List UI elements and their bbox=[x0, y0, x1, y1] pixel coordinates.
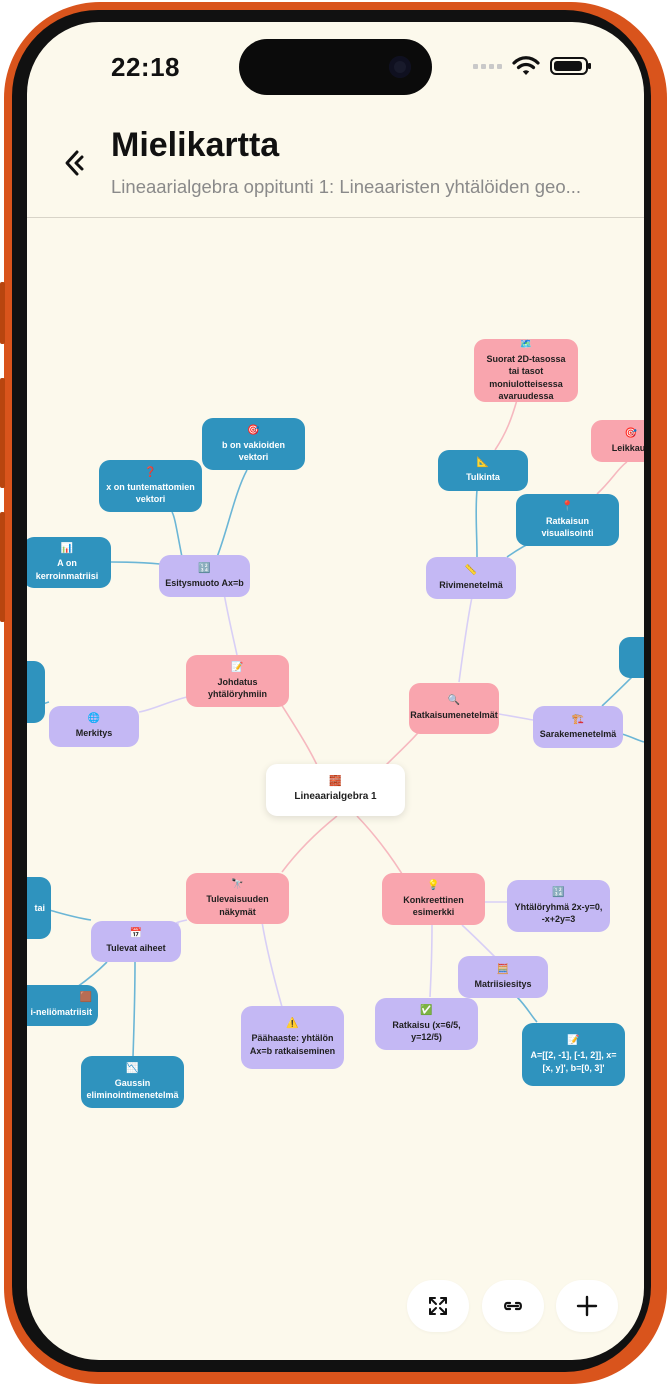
camera-icon bbox=[389, 56, 411, 78]
node-label: b on vakioiden vektori bbox=[221, 439, 285, 462]
memo-icon: 📝 bbox=[231, 661, 244, 673]
lightbulb-icon: 💡 bbox=[427, 879, 440, 891]
construction-icon: 🏗️ bbox=[571, 713, 585, 725]
node-label: Rivimenetelmä bbox=[439, 579, 503, 590]
node-label: Esitysmuoto Ax=b bbox=[165, 577, 244, 588]
node-suorat[interactable]: 🗺️ Suorat 2D-tasossa tai tasot moniulott… bbox=[474, 339, 578, 402]
node-label: x on tuntemattomien vektori bbox=[106, 481, 195, 504]
node-label: Päähaaste: yhtälön Ax=b ratkaiseminen bbox=[249, 1033, 336, 1056]
node-label: Ratkaisumenetelmät bbox=[410, 710, 498, 721]
node-label: i-neliömatriisit bbox=[30, 1007, 92, 1018]
node-tulevaisuuden[interactable]: 🔭 Tulevaisuuden näkymät bbox=[186, 873, 289, 924]
abacus-icon: 🧮 bbox=[496, 963, 510, 975]
node-sarakemenetelma[interactable]: 🏗️ Sarakemenetelmä bbox=[533, 706, 623, 748]
header-divider bbox=[27, 217, 644, 218]
node-label: Yhtälöryhmä 2x-y=0, -x+2y=3 bbox=[514, 901, 603, 924]
node-tulevat-aiheet[interactable]: 📅 Tulevat aiheet bbox=[91, 921, 181, 962]
memo-icon: 📝 bbox=[567, 1035, 580, 1047]
pin-icon: 📍 bbox=[561, 500, 574, 512]
wifi-icon bbox=[512, 56, 540, 75]
node-label: Tulevat aiheet bbox=[106, 943, 166, 954]
node-yhtaloryhma[interactable]: 🔢 Yhtälöryhmä 2x-y=0, -x+2y=3 bbox=[507, 880, 610, 932]
magnifier-icon: 🔍 bbox=[447, 695, 461, 707]
node-label: Konkreettinen esimerkki bbox=[403, 894, 464, 917]
node-label: Tulkinta bbox=[466, 472, 500, 483]
expand-arrows-icon bbox=[429, 1297, 447, 1315]
back-chevron-icon[interactable] bbox=[57, 146, 91, 180]
node-paahaaste[interactable]: ⚠️ Päähaaste: yhtälön Ax=b ratkaiseminen bbox=[241, 1006, 344, 1069]
page-subtitle: Lineaarialgebra oppitunti 1: Lineaariste… bbox=[111, 176, 582, 197]
node-gaussin[interactable]: 📉 Gaussin eliminointimenetelmä bbox=[81, 1056, 184, 1108]
node-label: Matriisiesitys bbox=[474, 978, 532, 989]
calendar-icon: 📅 bbox=[129, 928, 143, 940]
mindmap-canvas[interactable]: 🧱 Lineaarialgebra 1 📝 Johdatus yhtälöryh… bbox=[27, 22, 644, 1360]
node-label: tai bbox=[34, 902, 45, 913]
side-button bbox=[0, 282, 5, 344]
square-icon: 🟫 bbox=[79, 992, 92, 1004]
node-label: A=[[2, -1], [-1, 2]], x=[x, y]', b=[0, 3… bbox=[530, 1050, 617, 1073]
chart-down-icon: 📉 bbox=[126, 1062, 139, 1074]
node-tulkinta[interactable]: 📐 Tulkinta bbox=[438, 450, 528, 491]
check-icon: ✅ bbox=[420, 1004, 433, 1016]
map-icon: 🗺️ bbox=[519, 339, 533, 351]
node-partial-left[interactable] bbox=[27, 661, 45, 723]
target-icon: 🎯 bbox=[624, 427, 638, 439]
mindmap-edges bbox=[27, 399, 644, 1058]
warning-icon: ⚠️ bbox=[286, 1018, 299, 1030]
triangle-ruler-icon: 📐 bbox=[476, 457, 490, 469]
node-partial-right[interactable] bbox=[619, 637, 644, 678]
node-konkreettinen[interactable]: 💡 Konkreettinen esimerkki bbox=[382, 873, 485, 925]
status-icons bbox=[473, 55, 591, 77]
status-time: 22:18 bbox=[111, 52, 180, 82]
node-ratkaisu[interactable]: ✅ Ratkaisu (x=6/5, y=12/5) bbox=[375, 998, 478, 1050]
node-label: Ratkaisun visualisointi bbox=[541, 515, 594, 538]
node-label: Gaussin eliminointimenetelmä bbox=[86, 1077, 179, 1100]
node-ratkaisumenetelmat[interactable]: 🔍 Ratkaisumenetelmät bbox=[409, 683, 499, 734]
node-label: A on kerroinmatriisi bbox=[35, 558, 99, 581]
volume-up-button bbox=[0, 378, 5, 488]
numbers-icon: 🔢 bbox=[552, 886, 565, 898]
question-icon: ❓ bbox=[144, 466, 157, 478]
add-node-button[interactable] bbox=[556, 1280, 618, 1332]
node-a-kerroin[interactable]: 📊 A on kerroinmatriisi bbox=[27, 537, 111, 588]
screen: 🧱 Lineaarialgebra 1 📝 Johdatus yhtälöryh… bbox=[27, 22, 644, 1360]
node-b-vakioiden[interactable]: 🎯 b on vakioiden vektori bbox=[202, 418, 305, 470]
link-button[interactable] bbox=[482, 1280, 544, 1332]
node-merkitys[interactable]: 🌐 Merkitys bbox=[49, 706, 139, 747]
node-label: Ratkaisu (x=6/5, y=12/5) bbox=[392, 1019, 461, 1042]
bar-chart-icon: 📊 bbox=[60, 543, 74, 555]
telescope-icon: 🔭 bbox=[231, 879, 244, 891]
volume-down-button bbox=[0, 512, 5, 622]
node-label: Johdatus yhtälöryhmiin bbox=[207, 676, 267, 699]
node-ratkaisun-visualisointi[interactable]: 📍 Ratkaisun visualisointi bbox=[516, 494, 619, 546]
battery-icon bbox=[550, 57, 591, 75]
node-label: Tulevaisuuden näkymät bbox=[206, 894, 269, 917]
ruler-icon: 📏 bbox=[464, 564, 478, 576]
node-esitysmuoto[interactable]: 🔢 Esitysmuoto Ax=b bbox=[159, 555, 250, 597]
dynamic-island bbox=[239, 39, 432, 95]
mindmap-root-node[interactable]: 🧱 Lineaarialgebra 1 bbox=[266, 764, 405, 816]
node-matrix-values[interactable]: 📝 A=[[2, -1], [-1, 2]], x=[x, y]', b=[0,… bbox=[522, 1023, 625, 1086]
node-rivimenetelma[interactable]: 📏 Rivimenetelmä bbox=[426, 557, 516, 599]
node-label: Merkitys bbox=[75, 728, 113, 739]
link-icon bbox=[504, 1301, 522, 1311]
signal-icon bbox=[473, 63, 502, 69]
node-label: Suorat 2D-tasossa tai tasot moniulotteis… bbox=[486, 354, 566, 401]
node-label: Lineaarialgebra 1 bbox=[294, 791, 377, 803]
node-matriisiesitys[interactable]: 🧮 Matriisiesitys bbox=[458, 956, 548, 998]
globe-icon: 🌐 bbox=[87, 713, 101, 725]
node-leikkaus[interactable]: 🎯 Leikkaus bbox=[591, 420, 644, 462]
target-icon: 🎯 bbox=[247, 424, 260, 436]
node-x-tuntemattomien[interactable]: ❓ x on tuntemattomien vektori bbox=[99, 460, 202, 512]
node-label: Leikkaus bbox=[611, 442, 644, 453]
node-tai-partial[interactable]: tai bbox=[27, 877, 51, 939]
brick-icon: 🧱 bbox=[329, 776, 342, 788]
page-title: Mielikartta bbox=[111, 126, 280, 164]
numbers-icon: 🔢 bbox=[198, 562, 211, 574]
node-label: Sarakemenetelmä bbox=[539, 728, 617, 739]
node-johdatus[interactable]: 📝 Johdatus yhtälöryhmiin bbox=[186, 655, 289, 707]
fit-view-button[interactable] bbox=[407, 1280, 469, 1332]
node-nelio-partial[interactable]: 🟫 i-neliömatriisit bbox=[27, 985, 98, 1026]
plus-icon bbox=[576, 1295, 598, 1317]
